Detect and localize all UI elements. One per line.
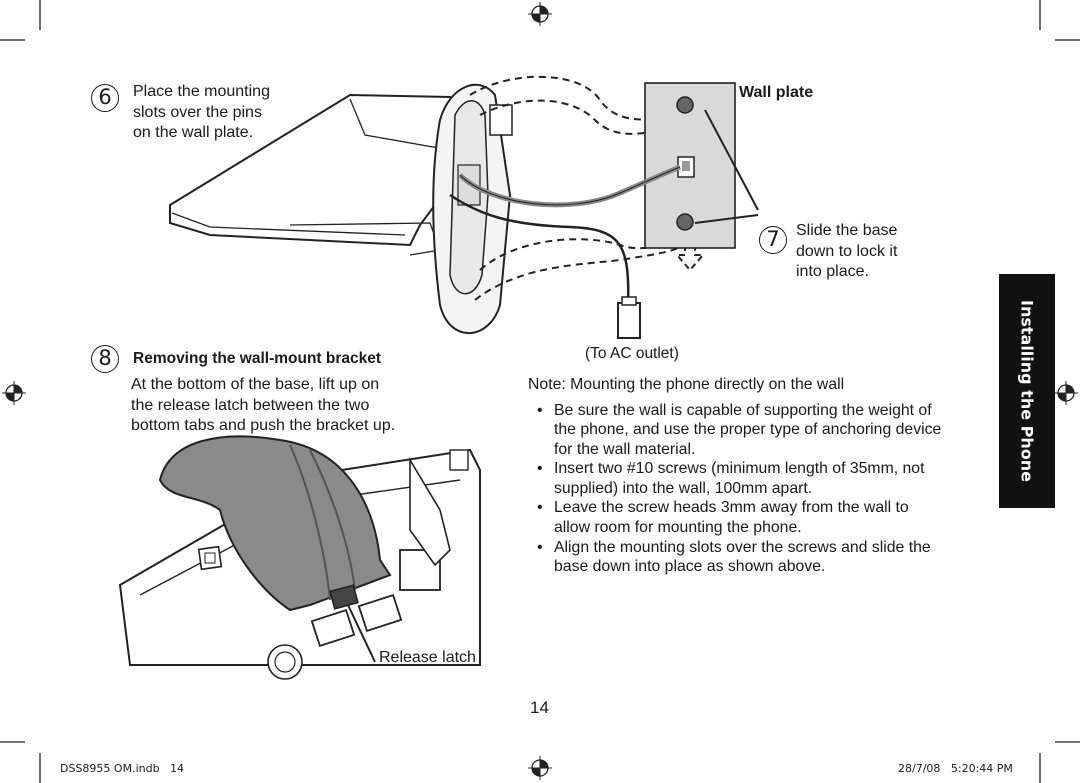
- note-bullet-item: • Leave the screw heads 3mm away from th…: [528, 498, 988, 537]
- section-side-tab-label: Installing the Phone: [1017, 300, 1037, 482]
- note-bullet-line: for the wall material.: [554, 440, 696, 458]
- ac-adapter-plug: [617, 302, 641, 339]
- note-bullet-line: Insert two #10 screws (minimum length of…: [554, 460, 925, 478]
- release-latch-label: Release latch: [379, 649, 476, 666]
- registration-mark-bottom: [528, 756, 552, 780]
- step-7-text: Slide the base down to lock it into plac…: [796, 221, 897, 283]
- release-latch-illustration: [118, 435, 481, 680]
- wall-plate-label: Wall plate: [739, 84, 814, 101]
- step-8-number: 8: [91, 345, 119, 373]
- note-bullet-line: allow room for mounting the phone.: [554, 518, 802, 536]
- wall-plate-pin-top: [676, 96, 694, 114]
- step-6-number: 6: [91, 84, 119, 112]
- step-8-line: the release latch between the two: [131, 396, 370, 414]
- step-6-line: slots over the pins: [133, 103, 262, 121]
- step-7-line: into place.: [796, 263, 869, 280]
- bullet-dot: •: [537, 499, 543, 517]
- step-6-line: on the wall plate.: [133, 124, 254, 141]
- ac-outlet-label: (To AC outlet): [585, 345, 679, 362]
- wall-mount-bracket: [158, 435, 392, 612]
- note-bullet-item: • Align the mounting slots over the scre…: [528, 538, 988, 577]
- note-bullet-item: • Insert two #10 screws (minimum length …: [528, 459, 988, 498]
- page-number: 14: [530, 698, 549, 717]
- step-6-line: Place the mounting: [133, 83, 270, 100]
- note-title: Note: Mounting the phone directly on the…: [528, 376, 845, 393]
- note-bullet-line: Align the mounting slots over the screws…: [554, 538, 931, 556]
- step-7-line: Slide the base: [796, 222, 898, 239]
- bullet-dot: •: [537, 538, 543, 556]
- section-side-tab: Installing the Phone: [999, 274, 1055, 508]
- note-bullet-item: • Be sure the wall is capable of support…: [528, 401, 988, 459]
- note-bullet-line: supplied) into the wall, 100mm apart.: [554, 479, 813, 497]
- step-8-text: At the bottom of the base, lift up on th…: [131, 375, 395, 437]
- footer-file-name: DSS8955 OM.indb 14: [60, 762, 185, 775]
- note-bullet-line: Leave the screw heads 3mm away from the …: [554, 499, 909, 517]
- step-8-title: Removing the wall-mount bracket: [133, 350, 382, 367]
- step-7-number: 7: [759, 226, 787, 254]
- note-bullet-line: Be sure the wall is capable of supportin…: [554, 402, 932, 419]
- note-bullet-list: • Be sure the wall is capable of support…: [528, 401, 988, 577]
- step-7-line: down to lock it: [796, 242, 898, 260]
- wall-mount-illustration: [169, 75, 759, 339]
- registration-mark-right: [1054, 381, 1078, 405]
- step-8-line: bottom tabs and push the bracket up.: [131, 417, 396, 434]
- registration-mark-left: [2, 381, 26, 405]
- registration-mark-top: [528, 2, 552, 26]
- bullet-dot: •: [537, 402, 543, 419]
- note-bullet-line: base down into place as shown above.: [554, 557, 826, 575]
- bullet-dot: •: [537, 460, 543, 478]
- footer-timestamp: 28/7/08 5:20:44 PM: [898, 762, 1013, 775]
- release-latch: [329, 584, 359, 610]
- note-bullet-line: the phone, and use the proper type of an…: [554, 421, 942, 439]
- step-6-text: Place the mounting slots over the pins o…: [133, 82, 270, 144]
- step-8-line: At the bottom of the base, lift up on: [131, 376, 380, 393]
- wall-plate-pin-bottom: [676, 213, 694, 231]
